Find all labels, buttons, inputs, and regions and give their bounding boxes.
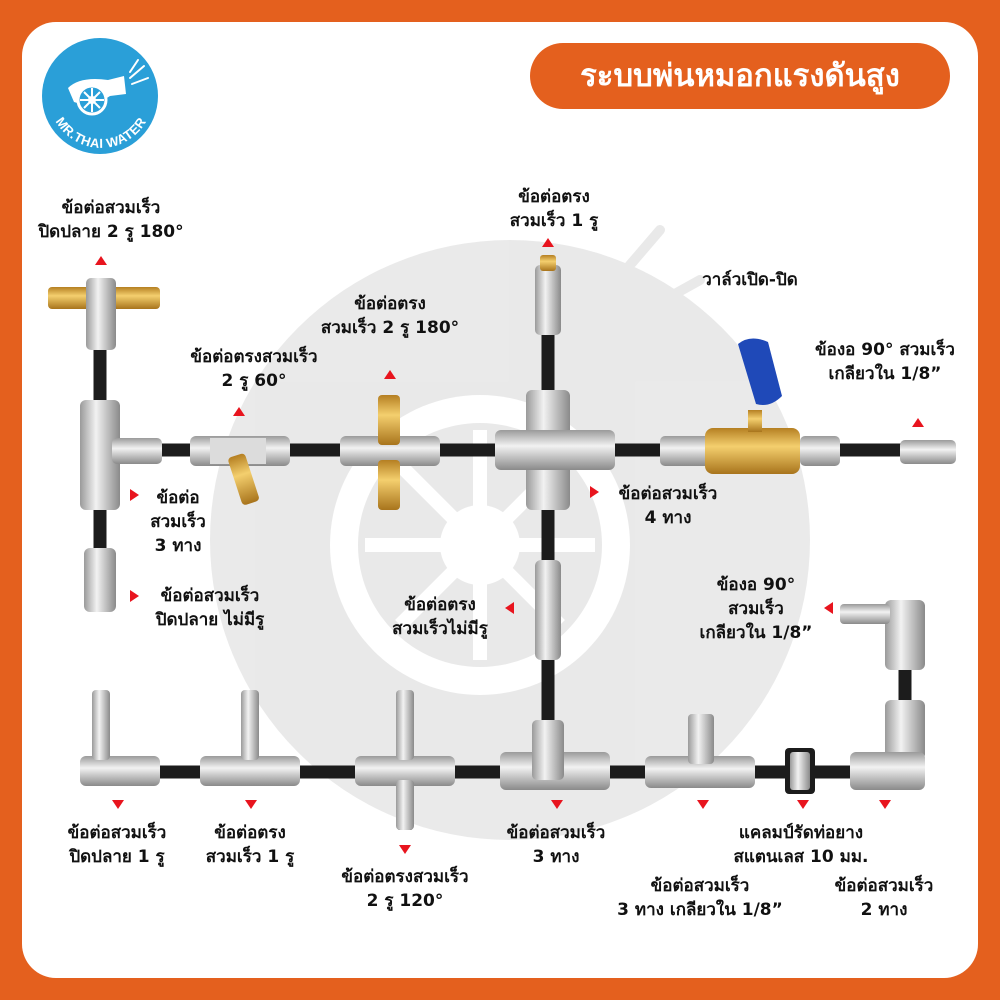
straight-blank — [535, 560, 561, 660]
pointer-tee-left — [130, 489, 139, 501]
label-straight-1-bottom: ข้อต่อตรงสวมเร็ว 1 รู — [205, 823, 295, 867]
pointer-tee-thread — [697, 800, 709, 809]
label-straight-1-top: ข้อต่อตรงสวมเร็ว 1 รู — [509, 187, 599, 231]
cross-4-way — [495, 390, 615, 510]
straight-1-hole-top — [535, 255, 561, 335]
brand-logo — [40, 36, 160, 156]
pointer-elbow-90-right — [824, 602, 833, 614]
end-cap-2-hole-180 — [48, 278, 160, 350]
straight-2-hole-120 — [355, 690, 455, 830]
pointer-elbow-90-top — [912, 418, 924, 427]
label-elbow-90-top: ข้องอ 90° สวมเร็วเกลียวใน 1/8” — [815, 340, 955, 384]
cannon-sprayer-icon — [42, 38, 158, 154]
label-ball-valve: วาล์วเปิด-ปิด — [702, 270, 798, 290]
end-cap-1-hole — [80, 690, 160, 786]
ball-valve — [660, 338, 840, 474]
hose-clamp — [785, 748, 815, 794]
pointer-straight-1-top — [542, 238, 554, 247]
straight-2-hole-180 — [340, 395, 440, 510]
pointer-connector-2way — [879, 800, 891, 809]
logo-text-ring: MR.THAI WATER — [53, 114, 149, 151]
label-end-cap-blank: ข้อต่อสวมเร็วปิดปลาย ไม่มีรู — [155, 586, 265, 630]
pointer-straight-120 — [399, 845, 411, 854]
end-cap-blank — [84, 548, 116, 612]
elbow-90-right — [840, 600, 925, 790]
label-clamp: แคลมป์รัดท่อยางสแตนเลส 10 มม. — [733, 823, 869, 867]
pointer-straight-60 — [233, 407, 245, 416]
label-end-cap-1: ข้อต่อสวมเร็วปิดปลาย 1 รู — [67, 823, 167, 867]
pointer-end-cap-blank — [130, 590, 139, 602]
label-straight-blank: ข้อต่อตรงสวมเร็วไม่มีรู — [392, 595, 488, 639]
pointer-end-cap-1 — [112, 800, 124, 809]
pointer-clamp — [797, 800, 809, 809]
pointer-cross-4way — [590, 486, 599, 498]
label-end-cap-2-180: ข้อต่อสวมเร็วปิดปลาย 2 รู 180° — [38, 198, 184, 242]
tee-thread — [645, 714, 755, 788]
pointer-tee-bottom — [551, 800, 563, 809]
pointer-straight-blank — [505, 602, 514, 614]
label-elbow-90-right: ข้องอ 90°สวมเร็วเกลียวใน 1/8” — [699, 575, 813, 643]
pointer-end-cap-2-180 — [95, 256, 107, 265]
tee-bottom — [500, 720, 610, 790]
page-title: ระบบพ่นหมอกแรงดันสูง — [530, 43, 950, 109]
label-straight-2-180: ข้อต่อตรงสวมเร็ว 2 รู 180° — [320, 294, 460, 338]
elbow-90-top — [900, 440, 956, 464]
pointer-straight-1-bottom — [245, 800, 257, 809]
pointer-straight-2-180 — [384, 370, 396, 379]
tee-left — [80, 400, 162, 510]
straight-2-hole-60 — [190, 436, 290, 505]
content-card — [22, 22, 978, 978]
straight-1-hole-bottom — [200, 690, 300, 786]
